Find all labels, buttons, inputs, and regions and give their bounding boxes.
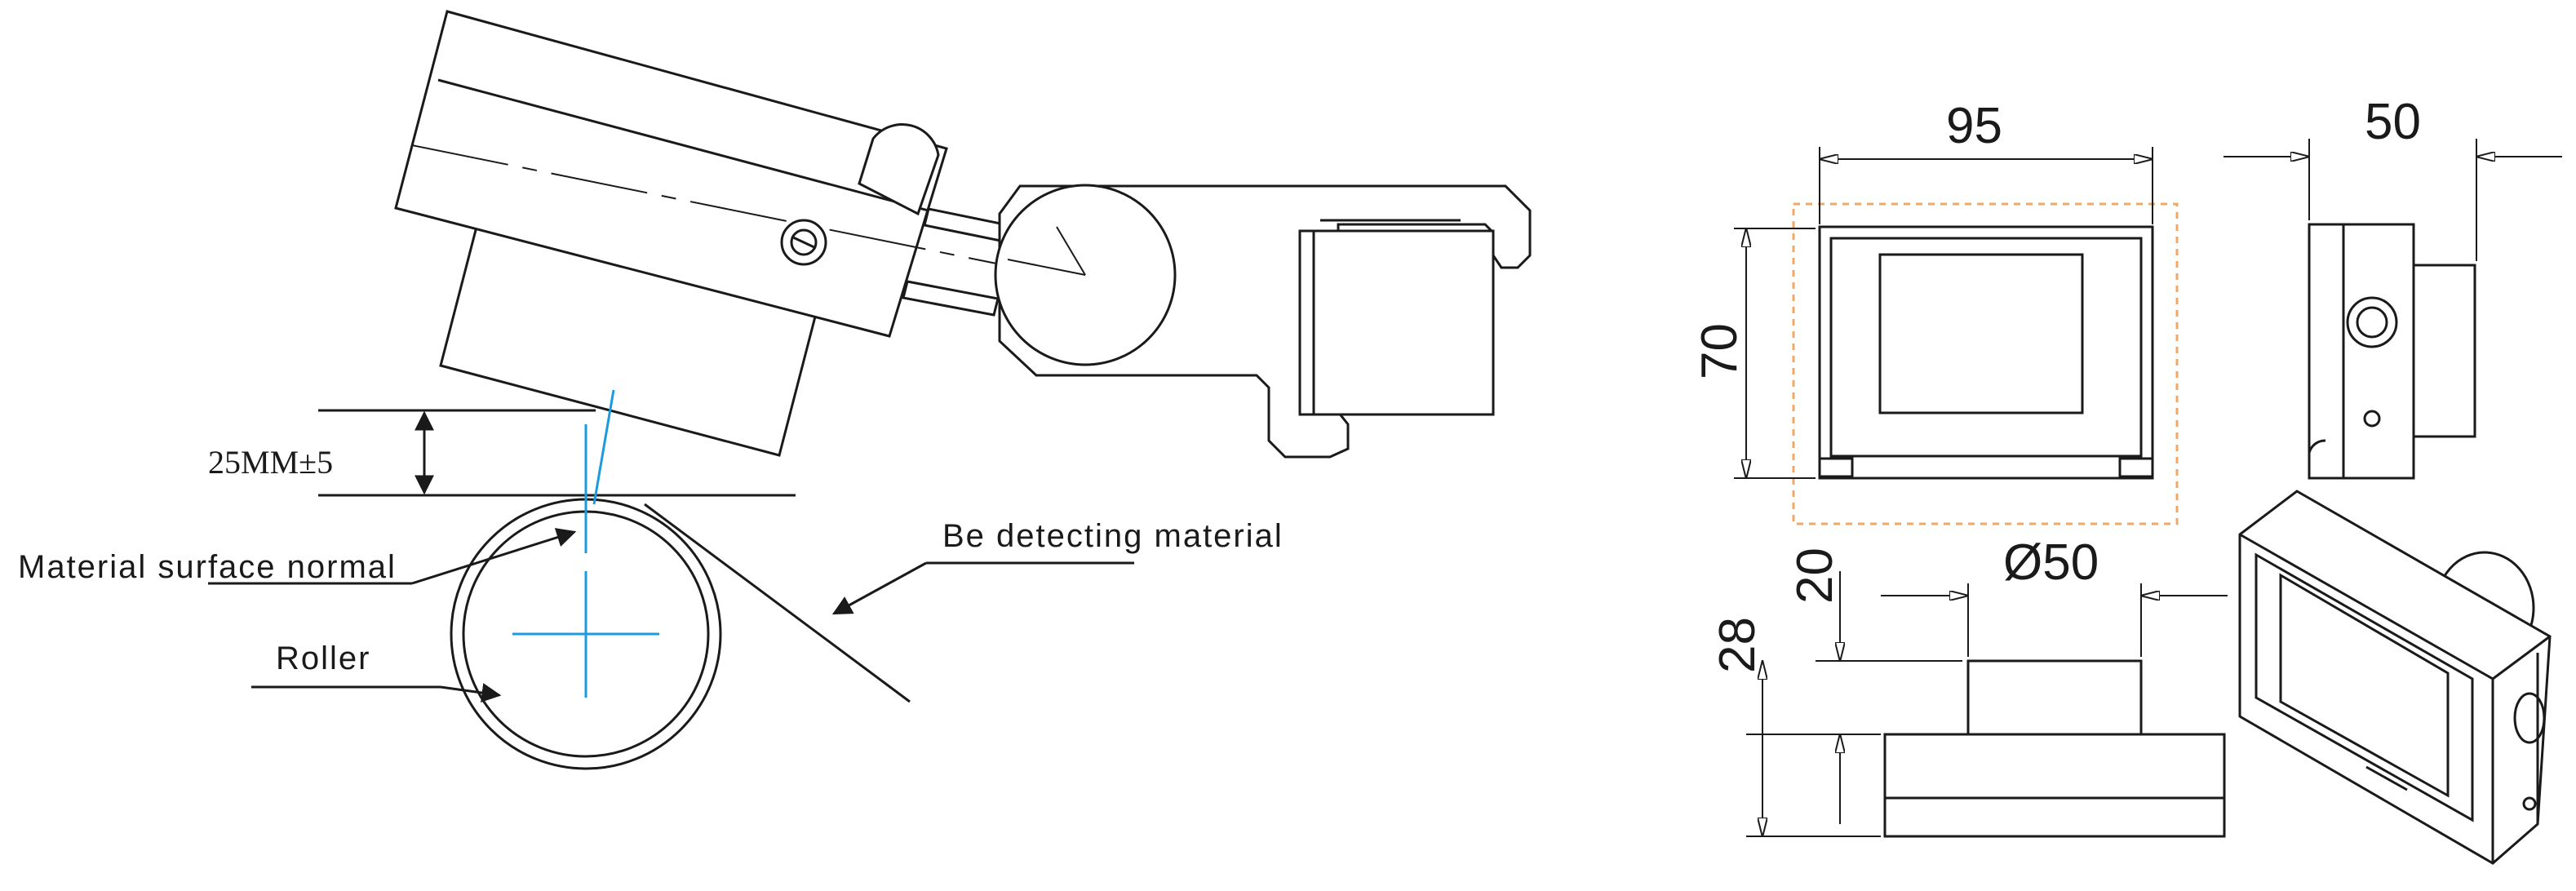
isometric-view (2238, 490, 2552, 865)
distance-dimension: 25MM±5 (208, 409, 796, 497)
total-depth-label: 28 (1709, 617, 1766, 673)
normal-label-group: Material surface normal (18, 528, 577, 585)
installation-diagram: 25MM±5 Material surface normal Roller (18, 10, 1532, 770)
material-web (644, 503, 911, 703)
boss-height-label: 20 (1787, 547, 1843, 604)
dimension-drawing: 95 70 50 (1691, 94, 2562, 865)
front-view: 95 70 (1691, 98, 2179, 525)
normal-label: Material surface normal (18, 549, 397, 585)
front-view-outline (1792, 202, 2179, 525)
height-front-label: 70 (1691, 323, 1748, 379)
material-label: Be detecting material (942, 518, 1284, 554)
distance-label: 25MM±5 (208, 444, 333, 481)
side-view: 50 (2224, 94, 2562, 480)
depth-top-label: 50 (2365, 94, 2421, 150)
bracket-block (1298, 229, 1495, 416)
boss-diameter-label: Ø50 (2003, 534, 2099, 591)
roller-label: Roller (276, 641, 370, 676)
material-label-group: Be detecting material (831, 518, 1284, 615)
bottom-view: Ø50 20 28 (1709, 534, 2228, 838)
width-top-label: 95 (1946, 98, 2002, 154)
sensor-body (394, 10, 1086, 338)
mounting-bracket (994, 184, 1532, 459)
roller-label-group: Roller (251, 641, 502, 703)
surface-normal-line (584, 389, 615, 553)
